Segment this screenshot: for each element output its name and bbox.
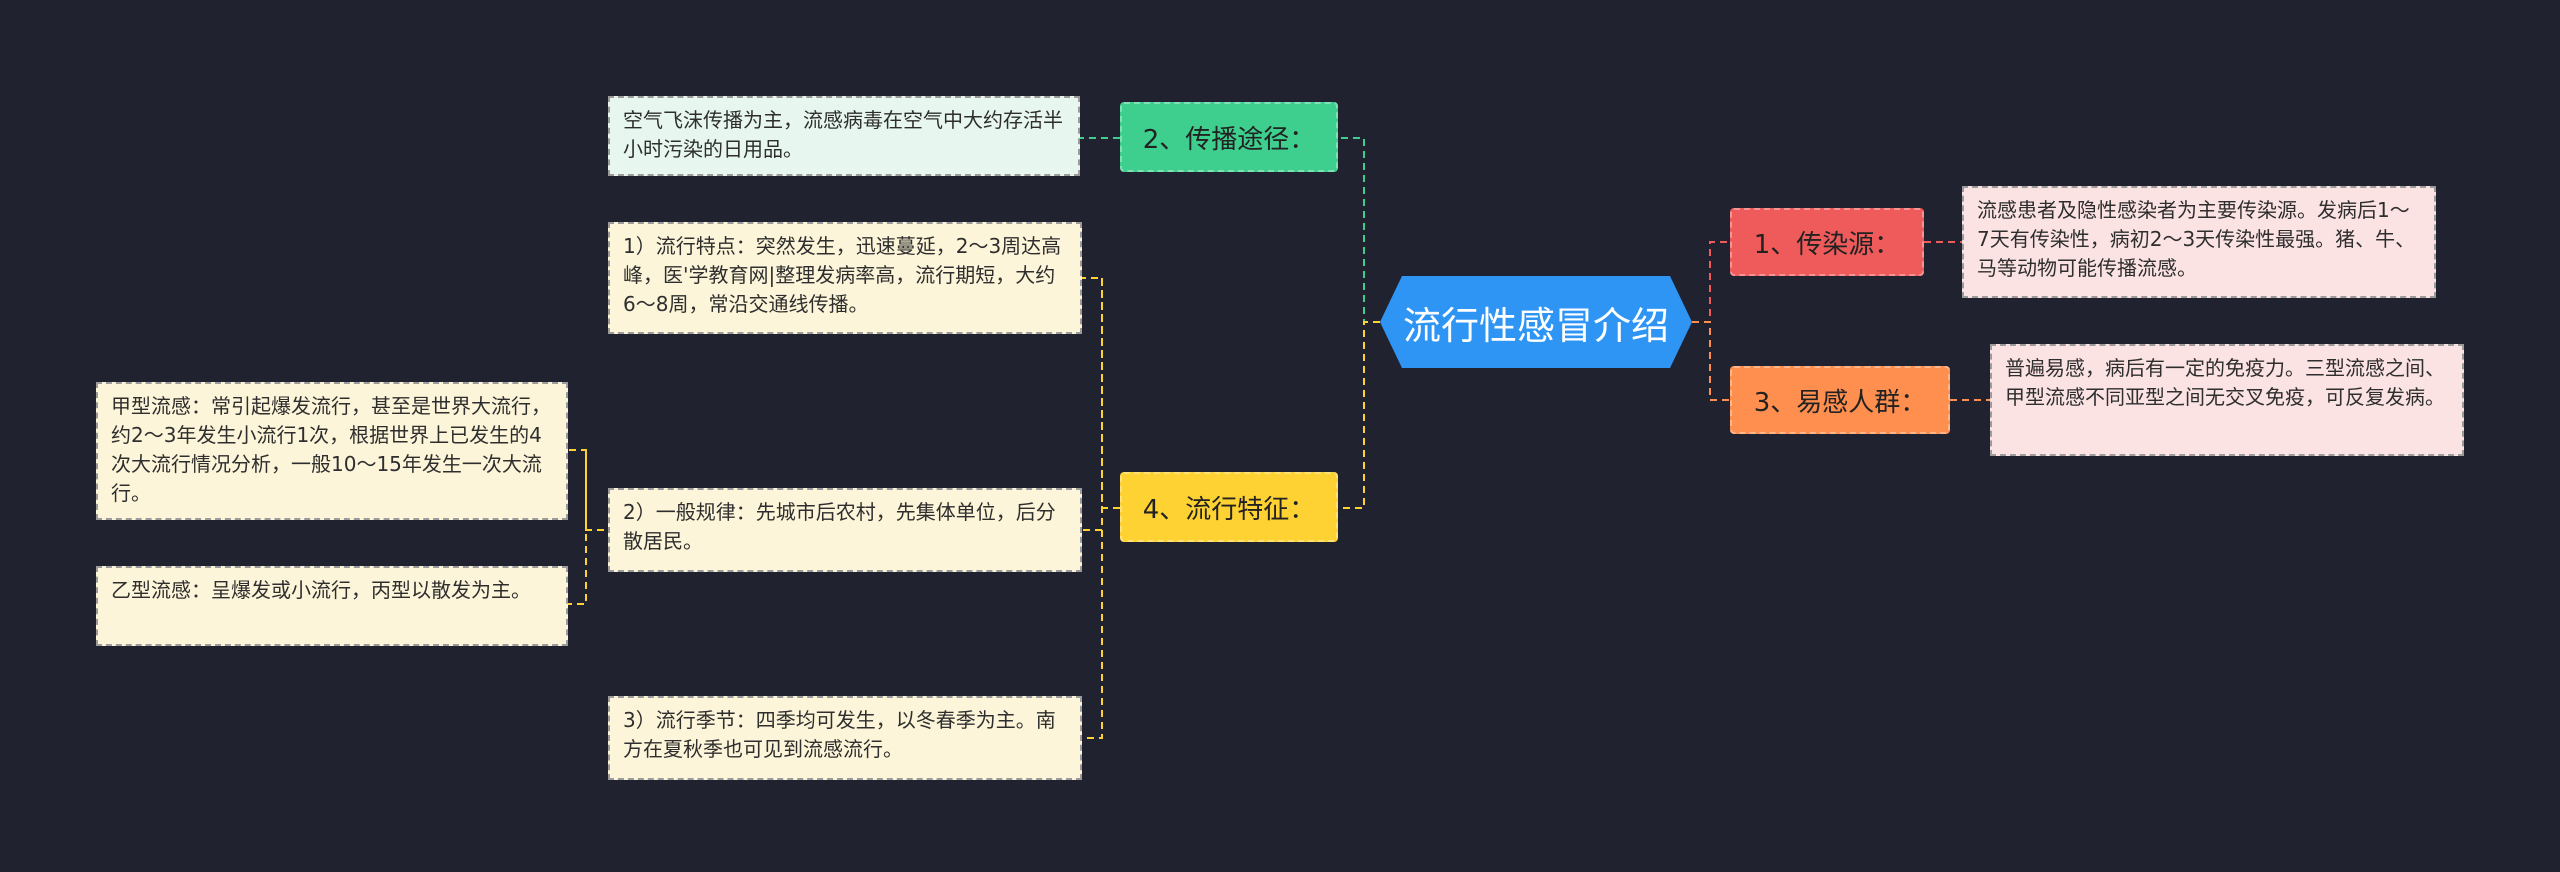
leaf-influenza-type-a[interactable]: 甲型流感：常引起爆发流行，甚至是世界大流行，约2～3年发生小流行1次，根据世界上…	[96, 382, 568, 520]
link-root-b4	[1338, 321, 1380, 509]
branch-susceptible-population[interactable]: 3、易感人群：	[1730, 366, 1950, 434]
leaf-susceptible-population[interactable]: 普遍易感，病后有一定的免疫力。三型流感之间、甲型流感不同亚型之间无交叉免疫，可反…	[1990, 344, 2464, 456]
link-b4-features	[1082, 277, 1120, 739]
branch-transmission-route[interactable]: 2、传播途径：	[1120, 102, 1338, 172]
link-feature2-types	[568, 449, 604, 605]
leaf-infection-source[interactable]: 流感患者及隐性感染者为主要传染源。发病后1～7天有传染性，病初2～3天传染性最强…	[1962, 186, 2436, 298]
root-title: 流行性感冒介绍	[1402, 303, 1669, 348]
leaf-epidemic-feature-1[interactable]: 1）流行特点：突然发生，迅速蔓延，2～3周达高峰，医'学教育网|整理发病率高，流…	[608, 222, 1082, 334]
root-topic[interactable]: 流行性感冒介绍	[1380, 276, 1692, 368]
link-root-b1	[1692, 241, 1730, 323]
link-root-b2	[1338, 137, 1380, 323]
branch-infection-source-label: 1、传染源：	[1753, 229, 1901, 260]
branch-transmission-route-label: 2、传播途径：	[1142, 124, 1316, 155]
leaf-epidemic-feature-2[interactable]: 2）一般规律：先城市后农村，先集体单位，后分散居民。	[608, 488, 1082, 572]
leaf-transmission-route[interactable]: 空气飞沫传播为主，流感病毒在空气中大约存活半小时污染的日用品。	[608, 96, 1080, 176]
leaf-epidemic-feature-3[interactable]: 3）流行季节：四季均可发生，以冬春季为主。南方在夏秋季也可见到流感流行。	[608, 696, 1082, 780]
branch-epidemic-features[interactable]: 4、流行特征：	[1120, 472, 1338, 542]
branch-epidemic-features-label: 4、流行特征：	[1142, 494, 1316, 525]
leaf-influenza-type-b[interactable]: 乙型流感：呈爆发或小流行，丙型以散发为主。	[96, 566, 568, 646]
branch-infection-source[interactable]: 1、传染源：	[1730, 208, 1924, 276]
branch-susceptible-population-label: 3、易感人群：	[1753, 387, 1927, 418]
link-root-b3	[1692, 321, 1730, 401]
